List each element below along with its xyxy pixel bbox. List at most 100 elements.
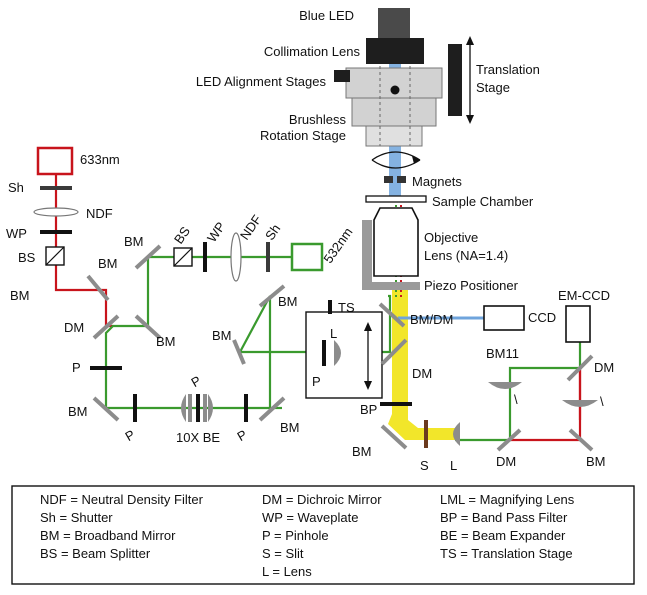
ts-arrow-up (364, 322, 372, 331)
ts-lens-flat (322, 340, 326, 366)
label-objective-2: Lens (NA=1.4) (424, 248, 508, 263)
label-magnets: Magnets (412, 174, 462, 189)
label-bm11: BM11 (486, 346, 519, 361)
laser-633-box (36, 146, 74, 176)
label-ts: TS (338, 300, 355, 315)
label-532nm: 532nm (320, 225, 355, 266)
mirror-dm-left (92, 314, 120, 340)
label-bm-bottom-center: BM (352, 444, 372, 459)
legend-col1-1: Sh = Shutter (40, 510, 113, 525)
waveplate-633 (40, 230, 72, 234)
magnet-left (384, 176, 393, 183)
legend-col2-0: DM = Dichroic Mirror (262, 492, 382, 507)
translation-stage-bar (448, 44, 462, 116)
label-led-alignment: LED Alignment Stages (196, 74, 327, 89)
label-p-ts: P (312, 374, 321, 389)
piezo-positioner (362, 220, 420, 290)
legend-col2-4: L = Lens (262, 564, 312, 579)
emccd-box (565, 305, 591, 343)
label-lml-right: \ (600, 394, 604, 409)
ndf-532 (230, 232, 242, 282)
band-pass-filter (380, 402, 412, 406)
label-emccd: EM-CCD (558, 288, 610, 303)
label-bm-top-left: BM (98, 256, 118, 271)
be-lens-3 (203, 394, 207, 422)
label-translation-1: Translation (476, 62, 540, 77)
legend-col3-1: BP = Band Pass Filter (440, 510, 568, 525)
rotation-stage-lower (365, 125, 423, 147)
label-ndf-633: NDF (86, 206, 113, 221)
rotation-arrow-head (412, 156, 420, 164)
translation-arrow-head-down (466, 115, 474, 124)
label-collimation-lens: Collimation Lens (264, 44, 361, 59)
slit (424, 420, 428, 448)
label-bm-532-b: BM (156, 334, 176, 349)
legend-col3-3: TS = Translation Stage (440, 546, 573, 561)
ts-lens-curve (334, 340, 341, 366)
pinhole-left-vertical (90, 366, 122, 370)
label-sh-532: Sh (262, 221, 283, 243)
legend-col2-1: WP = Waveplate (262, 510, 358, 525)
label-dm-left: DM (64, 320, 84, 335)
label-objective-1: Objective (424, 230, 478, 245)
translation-arrow-head-up (466, 36, 474, 45)
mirror-bm-bottom-center (380, 424, 408, 450)
label-p-be: P (189, 373, 204, 390)
shutter-532 (266, 242, 270, 272)
label-sh-633: Sh (8, 180, 24, 195)
label-bm-upper-right: BM (278, 294, 298, 309)
label-10x-be: 10X BE (176, 430, 220, 445)
label-l-ts: L (330, 326, 337, 341)
label-bm-left: BM (10, 288, 30, 303)
legend-col1-0: NDF = Neutral Density Filter (40, 492, 204, 507)
label-wp-532: WP (204, 219, 228, 245)
label-bs-532: BS (171, 223, 193, 246)
mirror-bm-bottom-far (568, 428, 594, 452)
label-wp-633: WP (6, 226, 27, 241)
pinhole-bottom-2 (244, 394, 248, 422)
label-dm-right: DM (594, 360, 614, 375)
rotation-stage-upper (351, 97, 437, 127)
ts-marker (328, 300, 332, 314)
mirror-bm-top-left (86, 274, 110, 302)
green-beam-right (455, 342, 582, 442)
mirror-bm-532-b (134, 314, 162, 340)
label-ndf-532: NDF (237, 212, 265, 243)
shutter-633 (40, 186, 72, 190)
legend-col1-3: BS = Beam Splitter (40, 546, 151, 561)
be-pinhole-mid (196, 394, 200, 422)
legend-col2-3: S = Slit (262, 546, 304, 561)
label-brushless-2: Rotation Stage (260, 128, 346, 143)
label-dm-center: DM (412, 366, 432, 381)
objective-lens-body (373, 207, 419, 277)
label-p-left: P (72, 360, 81, 375)
waveplate-532 (203, 242, 207, 272)
sample-chamber (365, 195, 427, 203)
beam-splitter-532-diag (173, 247, 193, 267)
ts-arrow-down (364, 381, 372, 390)
label-633nm: 633nm (80, 152, 120, 167)
be-lens-1 (181, 394, 186, 422)
mirror-bm-532-a (134, 244, 162, 270)
ndf-633 (33, 207, 79, 217)
lml-lens-right (562, 400, 598, 407)
blue-led-body (378, 8, 410, 38)
legend-col3-0: LML = Magnifying Lens (440, 492, 575, 507)
label-dm-bottom: DM (496, 454, 516, 469)
label-lml-left: \ (514, 392, 518, 407)
mirror-bm-bottom-left (92, 396, 120, 422)
laser-532-box (290, 242, 324, 272)
label-bm-mid: BM (212, 328, 232, 343)
led-center-dot (390, 85, 400, 95)
label-ccd: CCD (528, 310, 556, 325)
pinhole-bottom-1 (133, 394, 137, 422)
label-bm-bottom-left: BM (68, 404, 88, 419)
mirror-dm-objective (378, 302, 406, 328)
label-p-bottom-2: P (235, 427, 250, 444)
label-bm-532-a: BM (124, 234, 144, 249)
magnet-right (397, 176, 406, 183)
legend-col2-2: P = Pinhole (262, 528, 329, 543)
mirror-bm-bottom-right (258, 396, 286, 422)
